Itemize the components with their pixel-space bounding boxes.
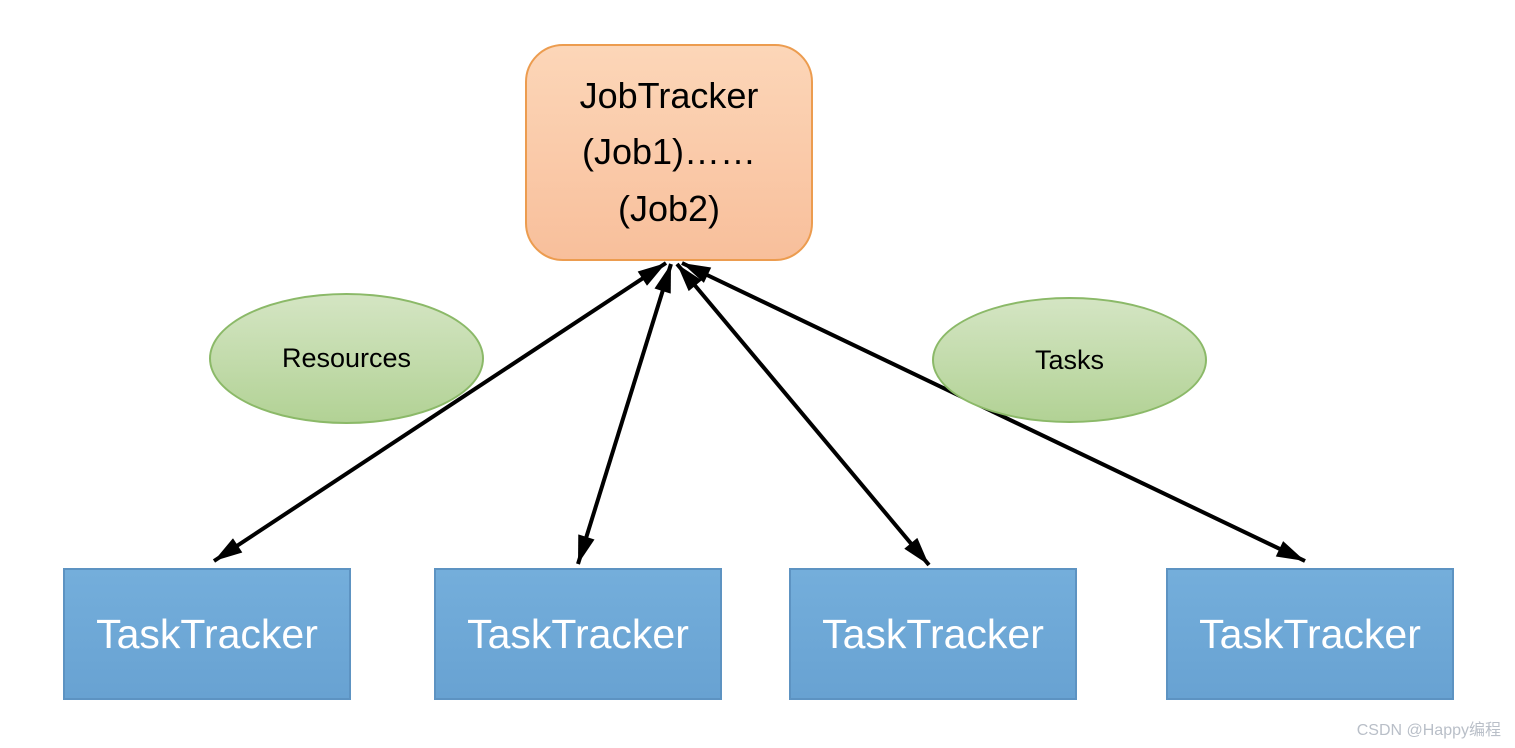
jobtracker-label-line-2: (Job1)…… (581, 131, 757, 173)
tasktracker-label: TaskTracker (1199, 610, 1421, 657)
resources-ellipse-node: Resources (209, 293, 484, 424)
tasktracker-label: TaskTracker (822, 610, 1044, 657)
jobtracker-label-line-3: (Job2) (617, 187, 721, 229)
jobtracker-label-line-1: JobTracker (579, 74, 759, 116)
tasktracker-node-3: TaskTracker (789, 568, 1077, 700)
arrow-jobtracker-to-tasktracker-2 (576, 263, 673, 565)
tasktracker-node-1: TaskTracker (63, 568, 351, 700)
tasktracker-label: TaskTracker (96, 610, 318, 657)
tasktracker-node-4: TaskTracker (1166, 568, 1454, 700)
tasktracker-label: TaskTracker (467, 610, 689, 657)
arrow-jobtracker-to-tasktracker-3 (675, 262, 931, 567)
tasks-ellipse-node: Tasks (932, 297, 1207, 423)
resources-label: Resources (281, 343, 412, 373)
tasks-label: Tasks (1034, 344, 1105, 375)
csdn-watermark: CSDN @Happy编程 (1356, 722, 1501, 739)
tasktracker-node-2: TaskTracker (434, 568, 722, 700)
jobtracker-node: JobTracker (Job1)…… (Job2) (525, 44, 813, 261)
